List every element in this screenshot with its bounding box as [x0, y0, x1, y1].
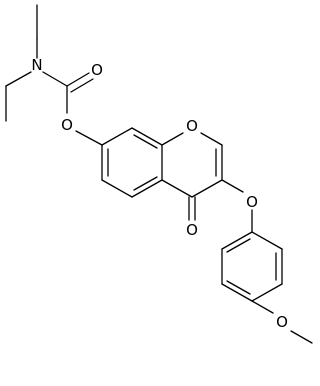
bond-o-ester-c7 [75, 130, 103, 146]
bond-carbonyl-c-o-double-a [66, 72, 90, 87]
bond-carbonyl-c-o-double-b [70, 78, 94, 93]
bond-c6p-c1p [221, 231, 253, 250]
bond-c3-o-ether [221, 179, 244, 193]
bonds [5, 4, 313, 344]
bond-c7-c8 [101, 127, 133, 146]
bond-c5-c6 [101, 179, 133, 198]
bond-c4-c4a [161, 179, 193, 198]
atom-o-ester: O [61, 116, 73, 134]
bond-n-carbonyl-c [42, 71, 68, 87]
atom-o-aryl-ether: O [246, 193, 258, 211]
atom-labels: N O O O O O O [31, 56, 288, 331]
bond-c4a-c5-inner [133, 176, 158, 191]
atom-o-methoxy: O [276, 313, 288, 331]
bond-c4p-o-methoxy [251, 300, 274, 314]
bond-c1p-c2p [251, 231, 283, 250]
bond-c8-c8a-inner [133, 134, 158, 149]
bond-c8a-o1 [161, 132, 184, 146]
bond-c4a-c5 [131, 179, 163, 198]
bond-c3p-c4p [251, 283, 283, 302]
atom-o-ring: O [186, 117, 198, 135]
atom-o-ketone: O [186, 221, 198, 239]
bond-o-methoxy-ch3 [290, 330, 313, 344]
bond-c3-c4 [191, 179, 223, 198]
bond-c8-c8a [131, 127, 163, 146]
bond-o1-c2 [200, 132, 223, 146]
atom-o-carbonyl-carbamate: O [91, 61, 103, 79]
atom-n-carbamate: N [31, 56, 42, 74]
bond-c4p-c5p [221, 283, 253, 302]
bond-c6p-c1p-inner [226, 238, 251, 253]
bond-c4p-c5p-inner [226, 280, 251, 295]
bond-n-ethyl2-ch2 [5, 71, 32, 87]
